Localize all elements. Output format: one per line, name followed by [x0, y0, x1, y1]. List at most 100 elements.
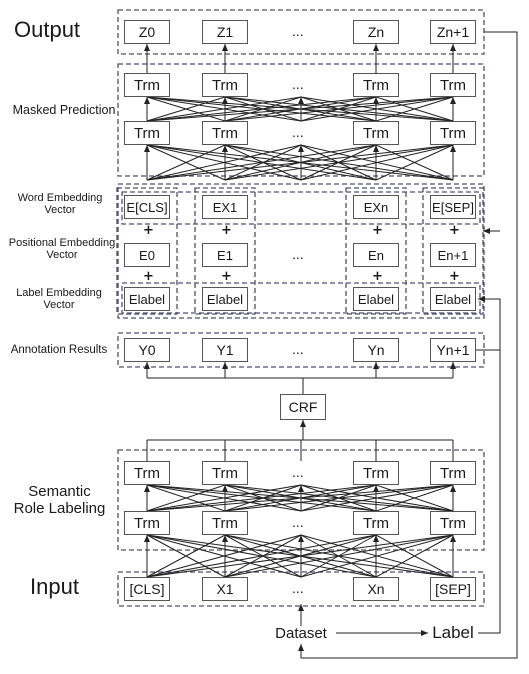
annotation-token: Yn — [353, 338, 399, 362]
trm-connection — [300, 484, 454, 512]
trm-block: Trm — [430, 511, 476, 535]
trm-connection — [300, 96, 454, 122]
trm-block: Trm — [202, 73, 248, 97]
label-node-label: Label — [432, 623, 474, 642]
output-feedback — [298, 31, 518, 659]
ellipsis: ... — [292, 341, 304, 357]
plus-sign: + — [372, 269, 383, 284]
embedding-column-frame — [422, 187, 484, 315]
trm-connection — [146, 534, 302, 578]
trm-connection — [146, 484, 226, 512]
output-token: Z0 — [124, 20, 170, 44]
ellipsis: ... — [292, 580, 304, 596]
trm-connection — [300, 534, 377, 578]
trm-connection — [146, 144, 302, 181]
masked-prediction-label: Masked Prediction — [12, 103, 116, 117]
ellipsis: ... — [292, 514, 304, 530]
trm-connection — [146, 484, 302, 512]
positional-embedding-token: En — [353, 243, 399, 267]
trm-connection — [224, 96, 302, 122]
embedding-frame — [117, 183, 485, 319]
plus-sign: + — [143, 223, 154, 238]
positional-embedding-label: Positional Embedding Vector — [8, 237, 116, 262]
word-embedding-token: EX1 — [202, 195, 248, 219]
trm-connection — [224, 484, 302, 512]
trm-block: Trm — [430, 121, 476, 145]
trm-connection — [146, 144, 454, 181]
positional-embedding-token: E1 — [202, 243, 248, 267]
trm-block: Trm — [353, 461, 399, 485]
crf-box: CRF — [280, 394, 326, 420]
trm-connection — [224, 534, 302, 578]
positional-embedding-token: E0 — [124, 243, 170, 267]
trm-connection — [146, 484, 454, 512]
trm-block: Trm — [353, 121, 399, 145]
ellipsis: ... — [292, 124, 304, 140]
annotation-token: Y0 — [124, 338, 170, 362]
trm-connection — [146, 96, 226, 122]
output-token: Zn — [353, 20, 399, 44]
output-token: Zn+1 — [430, 20, 476, 44]
input-token: Xn — [353, 577, 399, 601]
output-label: Output — [14, 17, 81, 42]
plus-sign: + — [449, 223, 460, 238]
label-embedding-token: Elabel — [124, 287, 170, 311]
label-embedding-token: Elabel — [430, 287, 476, 311]
label-embedding-label: Label Embedding Vector — [16, 287, 102, 312]
trm-block: Trm — [353, 73, 399, 97]
input-label: Input — [30, 574, 79, 599]
trm-connection — [375, 96, 454, 122]
trm-connection — [146, 96, 302, 122]
label-embedding-token: Elabel — [202, 287, 248, 311]
annotation-results-label: Annotation Results — [10, 344, 108, 356]
word-embedding-row-frame — [121, 191, 481, 225]
trm-connection — [300, 534, 454, 578]
trm-connection — [146, 534, 226, 578]
ellipsis: ... — [292, 246, 304, 262]
ellipsis: ... — [292, 464, 304, 480]
plus-sign: + — [372, 223, 383, 238]
dataset-label: Dataset — [275, 625, 327, 642]
output-token: Z1 — [202, 20, 248, 44]
trm-connection — [146, 144, 377, 181]
label-embedding-row-frame — [121, 282, 481, 314]
word-embedding-token: E[SEP] — [430, 195, 476, 219]
ellipsis: ... — [292, 23, 304, 39]
embedding-column-frame — [345, 187, 407, 315]
trm-block: Trm — [124, 73, 170, 97]
trm-block: Trm — [202, 511, 248, 535]
word-embedding-token: E[CLS] — [124, 195, 170, 219]
label-embedding-token: Elabel — [353, 287, 399, 311]
trm-connection — [300, 144, 377, 181]
input-token: [CLS] — [124, 577, 170, 601]
trm-block: Trm — [124, 511, 170, 535]
trm-connection — [375, 484, 454, 512]
trm-connection — [300, 484, 377, 512]
input-token: X1 — [202, 577, 248, 601]
plus-sign: + — [221, 223, 232, 238]
annotation-token: Yn+1 — [430, 338, 476, 362]
trm-block: Trm — [430, 461, 476, 485]
trm-connection — [146, 534, 377, 578]
plus-sign: + — [221, 269, 232, 284]
trm-connection — [375, 144, 454, 181]
ellipsis: ... — [292, 76, 304, 92]
trm-connection — [300, 144, 454, 181]
trm-connection — [375, 534, 454, 578]
trm-block: Trm — [124, 461, 170, 485]
plus-sign: + — [143, 269, 154, 284]
trm-connection — [146, 534, 454, 578]
trm-block: Trm — [202, 121, 248, 145]
semantic-role-labeling-label: Semantic Role Labeling — [13, 483, 106, 517]
trm-connection — [300, 96, 377, 122]
trm-connection — [146, 144, 226, 181]
trm-block: Trm — [353, 511, 399, 535]
label-feedback — [478, 296, 501, 634]
annotation-token: Y1 — [202, 338, 248, 362]
input-token: [SEP] — [430, 577, 476, 601]
embedding-column-frame — [116, 187, 178, 315]
trm-block: Trm — [202, 461, 248, 485]
trm-block: Trm — [124, 121, 170, 145]
embedding-column-frame — [194, 187, 256, 315]
